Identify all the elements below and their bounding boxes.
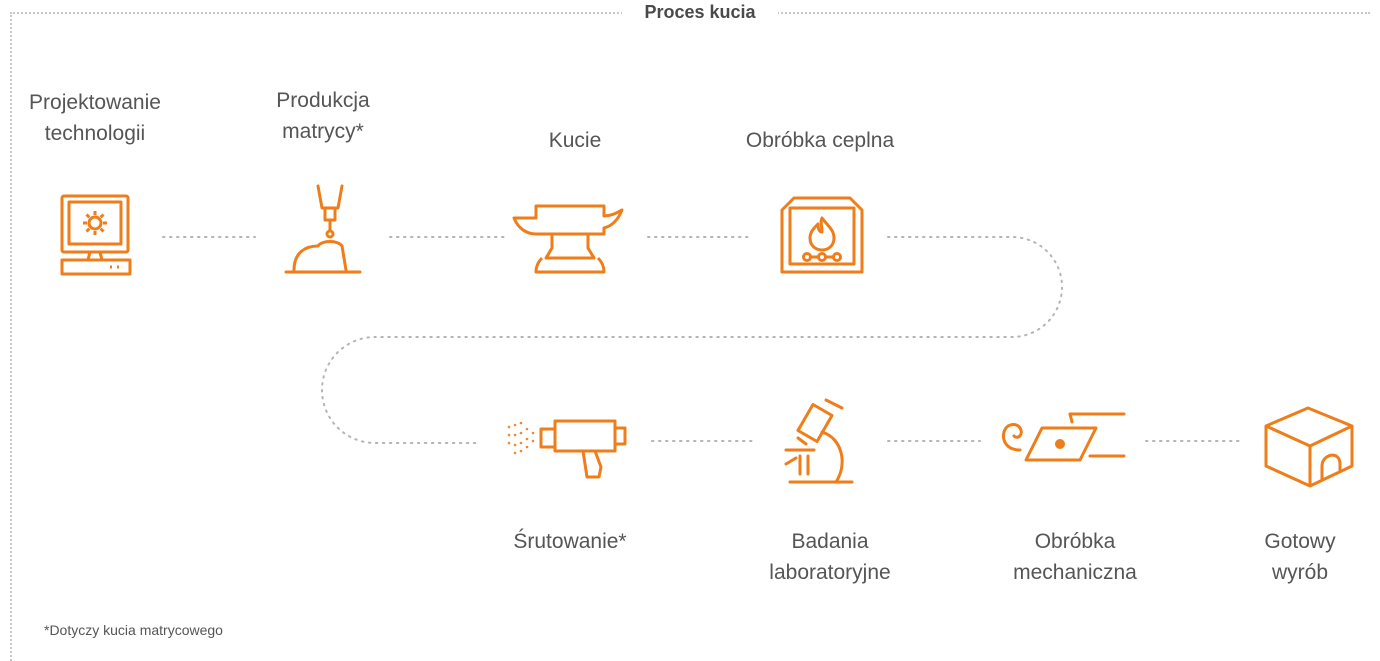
step-label-line: Produkcja bbox=[276, 89, 370, 112]
cnc-mill-icon bbox=[284, 184, 362, 274]
diagram-title-wrap: Proces kucia bbox=[0, 2, 1380, 23]
microscope-icon bbox=[784, 398, 854, 484]
computer-gear-icon bbox=[60, 194, 132, 276]
shot-blast-gun-icon bbox=[507, 419, 627, 479]
step-label-line: technologii bbox=[44, 122, 146, 145]
step-label-line: Obróbka ceplna bbox=[745, 129, 895, 152]
step-label-line: Projektowanie bbox=[29, 91, 161, 114]
step-label-gotowy-wyrob: Gotowy wyrób bbox=[1240, 526, 1360, 588]
step-label-line: matrycy* bbox=[282, 120, 364, 143]
anvil-icon bbox=[512, 204, 624, 274]
step-label-line: wyrób bbox=[1271, 561, 1329, 584]
step-label-line: Kucie bbox=[548, 129, 602, 152]
machining-icon bbox=[1002, 412, 1126, 462]
footnote: *Dotyczy kucia matrycowego bbox=[44, 622, 223, 638]
step-label-srutowanie: Śrutowanie* bbox=[485, 526, 655, 557]
step-label-badania: Badania laboratoryjne bbox=[745, 526, 915, 588]
step-label-obrobka-mechaniczna: Obróbka mechaniczna bbox=[990, 526, 1160, 588]
frame-left-border bbox=[10, 12, 12, 661]
step-label-line: Gotowy bbox=[1264, 530, 1336, 553]
step-label-line: Badania bbox=[791, 530, 869, 553]
step-label-produkcja: Produkcja matrycy* bbox=[248, 85, 398, 147]
finished-product-icon bbox=[1264, 406, 1354, 488]
step-label-line: laboratoryjne bbox=[769, 561, 891, 584]
diagram-title: Proces kucia bbox=[622, 2, 778, 22]
step-label-obrobka-ceplna: Obróbka ceplna bbox=[715, 125, 925, 156]
step-label-line: Obróbka bbox=[1034, 530, 1116, 553]
step-label-projektowanie: Projektowanie technologii bbox=[20, 87, 170, 149]
connector-4-bend bbox=[321, 236, 1063, 444]
furnace-icon bbox=[780, 196, 864, 274]
step-label-line: mechaniczna bbox=[1013, 561, 1137, 584]
step-label-kucie: Kucie bbox=[500, 125, 650, 156]
step-label-line: Śrutowanie* bbox=[513, 530, 627, 553]
